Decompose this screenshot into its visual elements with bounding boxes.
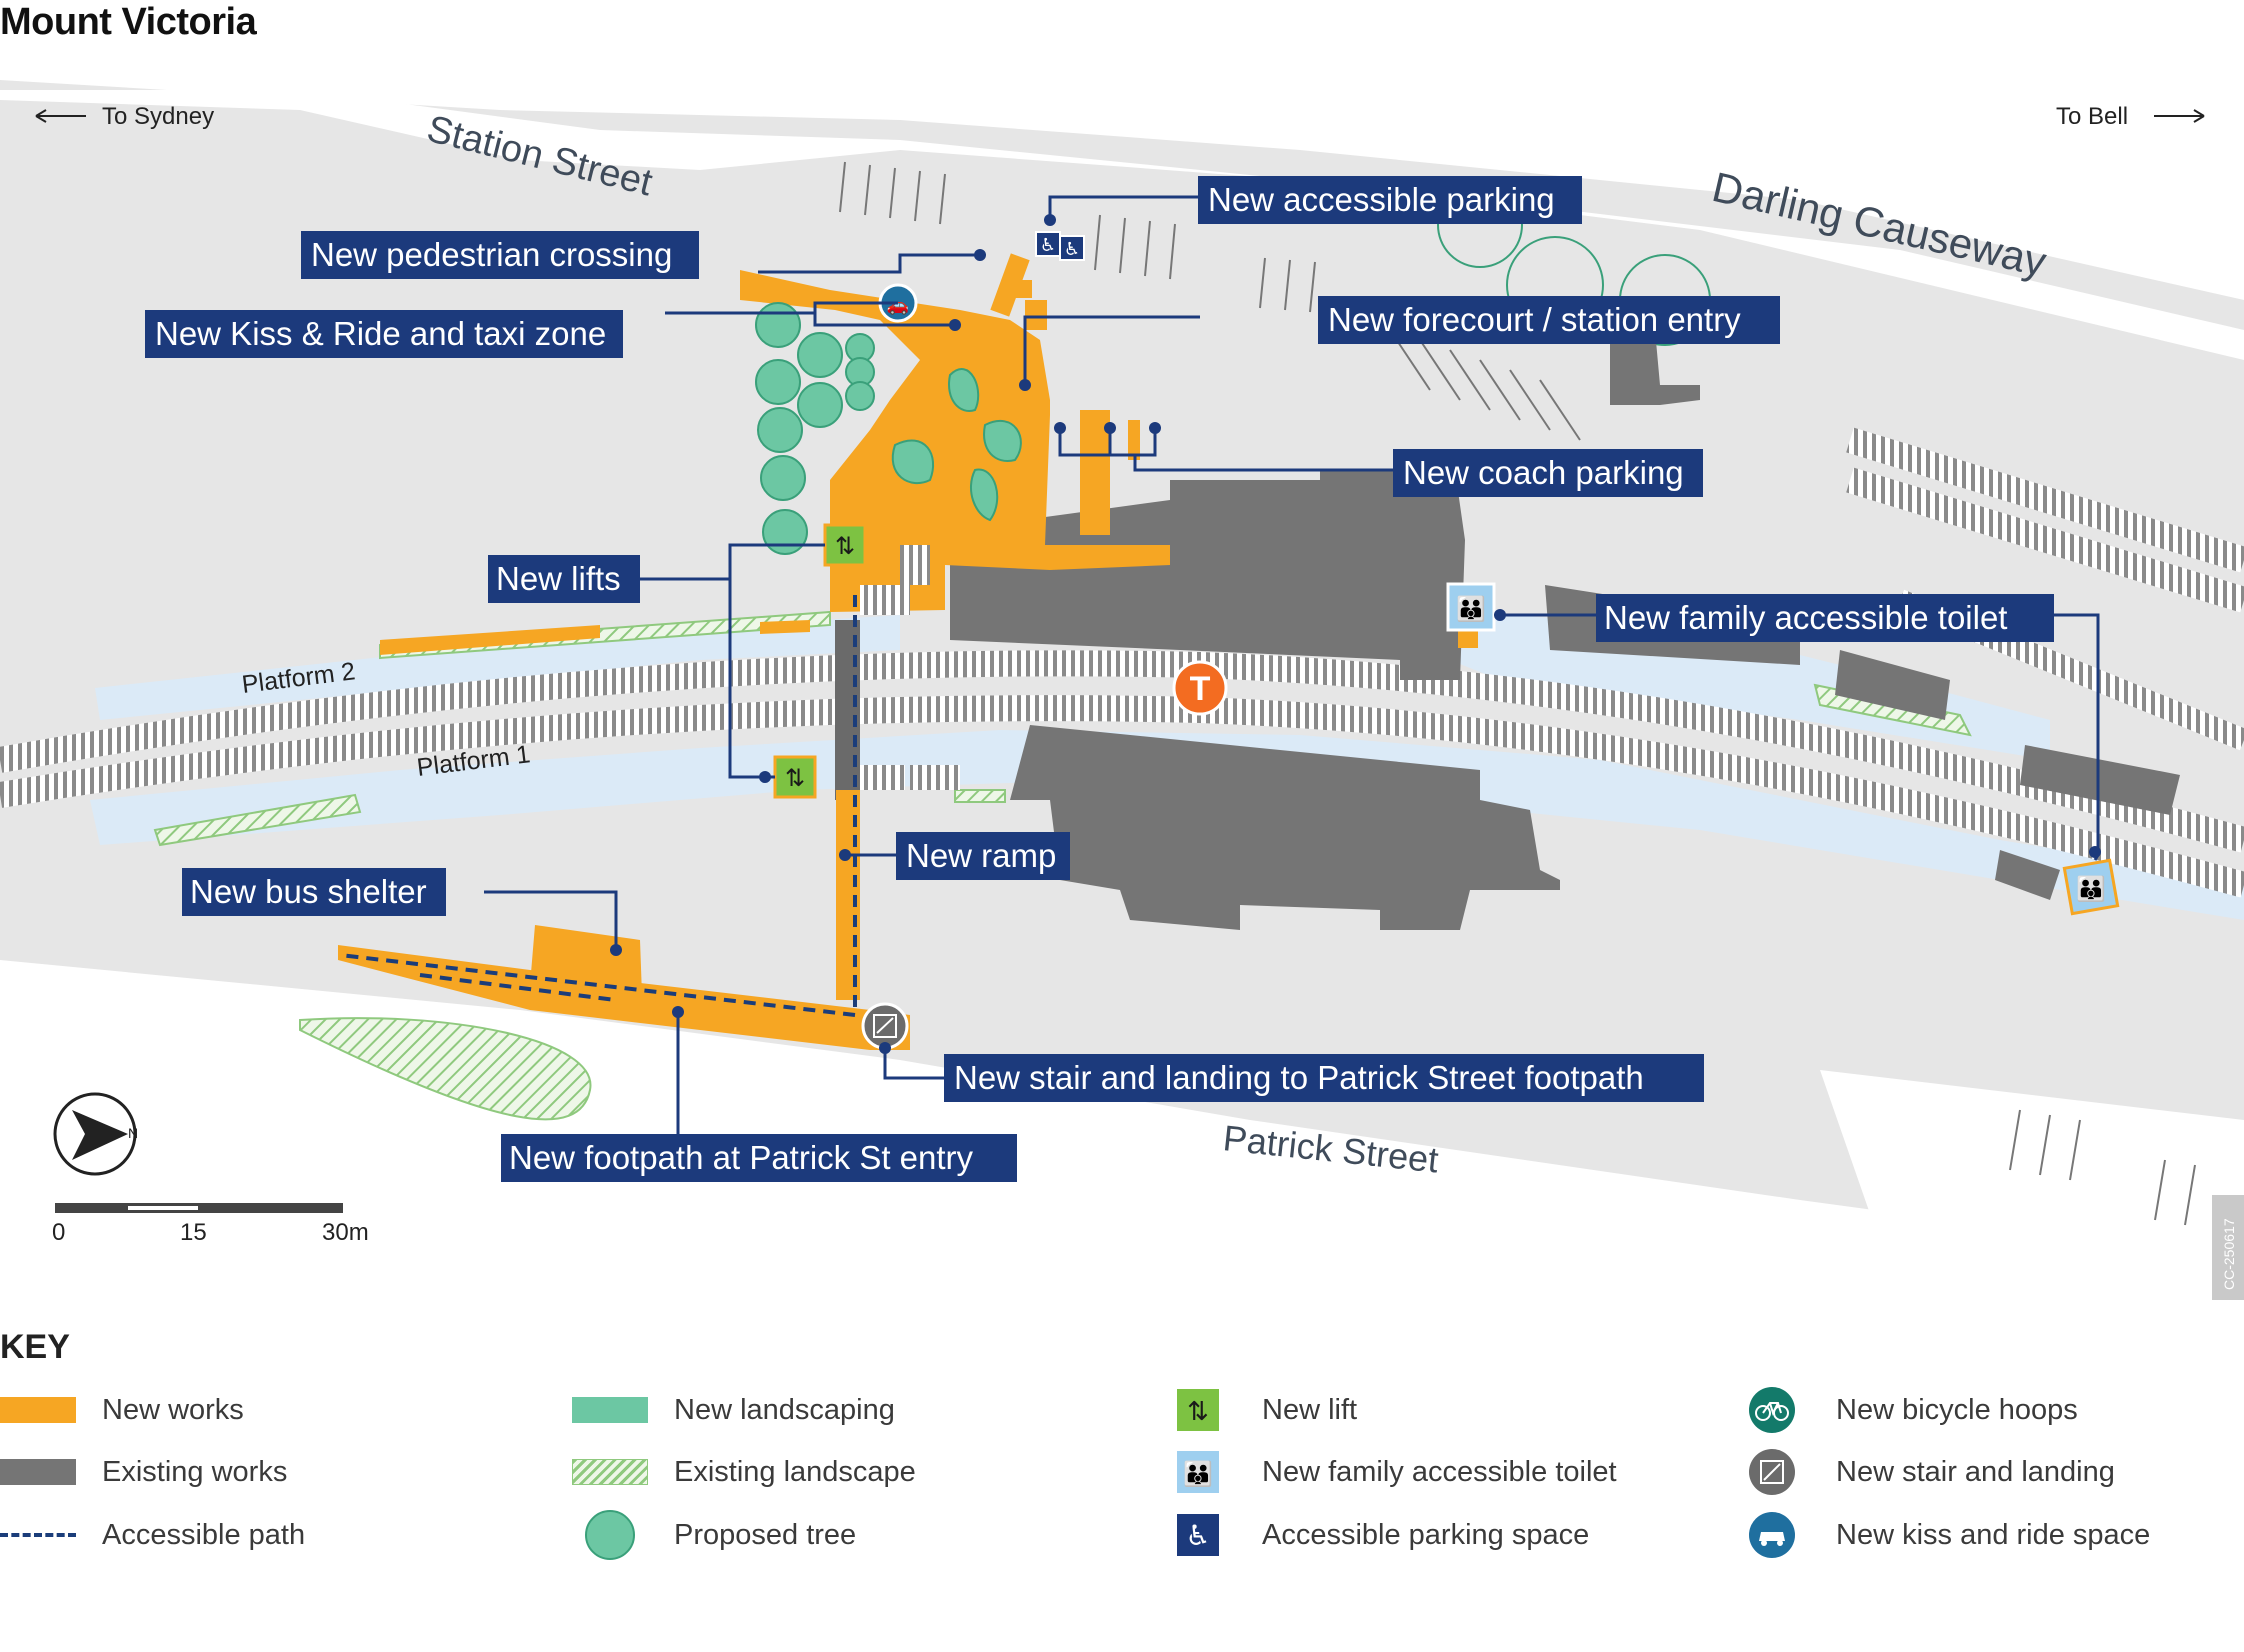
svg-text:♿: ♿ [1185,1519,1210,1552]
svg-text:👪: 👪 [1183,1460,1213,1488]
stair-icon [1749,1449,1795,1495]
callout-coach-parking: New coach parking [1393,449,1703,497]
bicycle-icon [1749,1387,1795,1433]
family-toilet-icon-lower: 👪 [2062,858,2120,916]
key-existing-works: Existing works [0,1450,287,1494]
callout-kiss-ride: New Kiss & Ride and taxi zone [145,310,623,358]
svg-text:New family accessible toilet: New family accessible toilet [1604,599,2007,636]
callout-stair-landing: New stair and landing to Patrick Street … [944,1054,1704,1102]
callouts: New accessible parking New pedestrian cr… [145,176,2054,1182]
svg-text:New stair and landing to Patri: New stair and landing to Patrick Street … [954,1059,1644,1096]
svg-text:⇅: ⇅ [785,764,805,792]
svg-text:🚗: 🚗 [887,295,909,316]
key-new-lift: ⇅ New lift [1160,1388,1357,1432]
callout-footpath: New footpath at Patrick St entry [501,1134,1017,1182]
svg-text:⇅: ⇅ [835,532,855,560]
stairs-markings [860,280,1047,790]
svg-text:♿: ♿ [1040,235,1056,256]
svg-text:New bus shelter: New bus shelter [190,873,427,910]
family-toilet-icon-upper: 👪 [1446,582,1496,632]
lift-icon-lower: ⇅ [773,755,817,799]
svg-text:New ramp: New ramp [906,837,1056,874]
to-bell-label: To Bell [2056,103,2128,130]
svg-text:CC-250617: CC-250617 [2221,1218,2237,1290]
accessible-parking-icon: ♿ [1177,1514,1219,1556]
key-new-landscaping: New landscaping [572,1388,895,1432]
key-existing-landscape: Existing landscape [572,1450,916,1494]
lift-icon-upper: ⇅ [823,523,867,567]
svg-text:T: T [1190,670,1211,708]
svg-text:New lifts: New lifts [496,560,621,597]
key-title: KEY [0,1328,70,1366]
family-toilet-icon: 👪 [1177,1451,1219,1493]
key-family-toilet: 👪 New family accessible toilet [1160,1450,1617,1494]
callout-pedestrian-crossing: New pedestrian crossing [301,231,699,279]
key-stair-landing: New stair and landing [1734,1449,2115,1495]
svg-text:New accessible parking: New accessible parking [1208,181,1555,218]
direction-labels: To Sydney To Bell [35,103,2205,130]
dashed-line-icon [0,1533,76,1537]
key-accessible-path: Accessible path [0,1513,305,1557]
key-kiss-ride: New kiss and ride space [1734,1512,2150,1558]
svg-text:⇅: ⇅ [1187,1397,1209,1427]
callout-ramp: New ramp [896,832,1070,880]
callout-family-toilet: New family accessible toilet [1596,594,2054,642]
car-icon [1749,1512,1795,1558]
svg-text:👪: 👪 [2076,875,2106,903]
key-proposed-tree: Proposed tree [572,1510,856,1560]
leader-dots [610,214,2101,1054]
tree-circle-icon [585,1510,635,1560]
key-bicycle-hoops: New bicycle hoops [1734,1387,2078,1433]
svg-text:15: 15 [180,1219,207,1246]
station-map: T ⇅ ⇅ 👪 👪 ♿ ♿ 🚗 [0,70,2244,1300]
arrow-left-icon [35,109,86,123]
existing-landscape [153,544,1972,1121]
svg-text:👪: 👪 [1456,595,1486,623]
page-title: Mount Victoria [0,1,257,43]
key-new-works: New works [0,1388,244,1432]
scale-bar: 0 15 30m [52,1203,369,1246]
accessible-parking-icons: ♿ ♿ [1035,231,1085,261]
svg-text:30m: 30m [322,1219,369,1246]
north-arrow-icon: N [53,1092,138,1176]
svg-text:New footpath at Patrick St ent: New footpath at Patrick St entry [509,1139,974,1176]
parking-bays [839,161,2196,1226]
svg-text:New forecourt / station entry: New forecourt / station entry [1328,301,1741,338]
leader-lines [484,195,2100,1135]
svg-text:New Kiss & Ride and taxi zone: New Kiss & Ride and taxi zone [155,315,606,352]
svg-text:New pedestrian crossing: New pedestrian crossing [311,236,672,273]
station-symbol-icon: T [1172,660,1228,716]
callout-lifts: New lifts [488,555,640,603]
accessible-path [339,595,857,1018]
callout-bus-shelter: New bus shelter [182,868,446,916]
callout-accessible-parking: New accessible parking [1198,176,1582,224]
svg-text:New coach parking: New coach parking [1403,454,1684,491]
new-landscaping [891,368,1022,522]
orange-swatch [0,1397,76,1423]
grey-swatch [0,1459,76,1485]
svg-text:N: N [128,1125,138,1141]
stair-landing-icon [861,1002,909,1050]
ref-code: CC-250617 [2212,1195,2244,1300]
green-swatch [572,1397,648,1423]
svg-text:0: 0 [52,1219,65,1246]
hatch-swatch [572,1459,648,1485]
to-sydney-label: To Sydney [102,103,214,130]
lift-icon: ⇅ [1177,1389,1219,1431]
callout-forecourt: New forecourt / station entry [1318,296,1780,344]
svg-text:♿: ♿ [1064,239,1080,260]
key-accessible-parking: ♿ Accessible parking space [1160,1513,1589,1557]
arrow-right-icon [2154,109,2205,123]
